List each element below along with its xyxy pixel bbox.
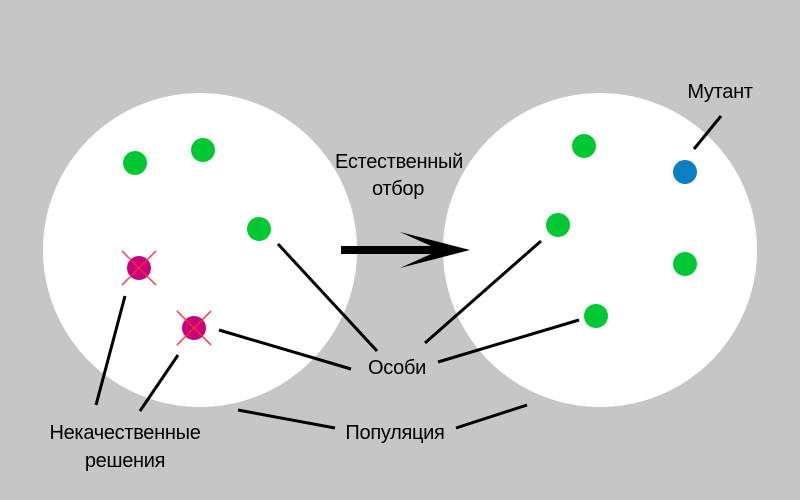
- bad-solutions-label-line1: Некачественные: [49, 422, 201, 444]
- selection-label-line1: Естественный: [335, 151, 463, 173]
- bad-solution: [176, 310, 212, 346]
- individual: [191, 138, 215, 162]
- population-connector: [455, 403, 528, 430]
- individuals-connector: [218, 328, 352, 371]
- individual: [673, 252, 697, 276]
- bad-solution: [121, 250, 157, 286]
- individuals-connector: [276, 242, 379, 353]
- right-arrow-icon: [341, 232, 470, 268]
- cross-mark-icon: [176, 310, 212, 346]
- bad-solutions-connector: [94, 295, 127, 406]
- individuals-connector: [424, 239, 542, 345]
- mutant-label: Мутант: [687, 81, 753, 103]
- individual: [546, 213, 570, 237]
- individual: [247, 217, 271, 241]
- population-label: Популяция: [345, 422, 445, 444]
- population-before: [43, 93, 357, 407]
- selection-label-line2: отбор: [371, 178, 425, 200]
- mutant-individual: [673, 160, 697, 184]
- individual: [572, 134, 596, 158]
- individuals-connector: [437, 318, 580, 364]
- individual: [584, 304, 608, 328]
- population-connector: [237, 408, 336, 430]
- bad-solutions-label-line2: решения: [84, 450, 166, 472]
- mutant-connector: [692, 115, 723, 150]
- connector-lines: [94, 115, 723, 430]
- bad-solutions-connector: [138, 354, 180, 412]
- individual: [123, 151, 147, 175]
- population-after: [443, 93, 757, 407]
- individuals-label: Особи: [367, 357, 427, 379]
- cross-mark-icon: [121, 250, 157, 286]
